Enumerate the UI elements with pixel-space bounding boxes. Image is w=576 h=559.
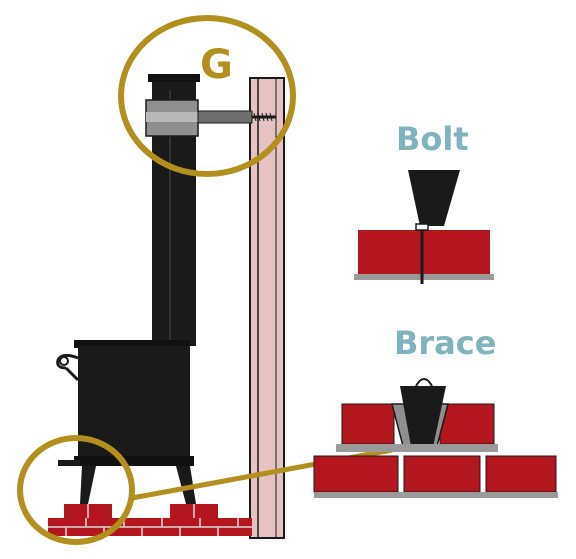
detail-g-callout-circle [118,15,296,177]
bolt-detail [354,170,494,284]
hearth-bricks [48,504,252,536]
wall-screw [252,112,276,122]
brace-detail [313,378,558,498]
stove-leg-left [80,466,96,504]
stove-leg-right [176,466,196,504]
stove-foot-callout-circle [17,435,135,545]
brace-label: Brace [394,324,496,362]
flue-wall-bracket [145,99,276,137]
bolt-icon [415,218,429,284]
door-handle [56,353,80,382]
detail-g-label: G [200,42,233,88]
bolt-stove-foot [408,170,460,226]
wood-stove [56,340,196,504]
brace-stove-foot [400,386,446,452]
bolt-label: Bolt [396,120,469,158]
